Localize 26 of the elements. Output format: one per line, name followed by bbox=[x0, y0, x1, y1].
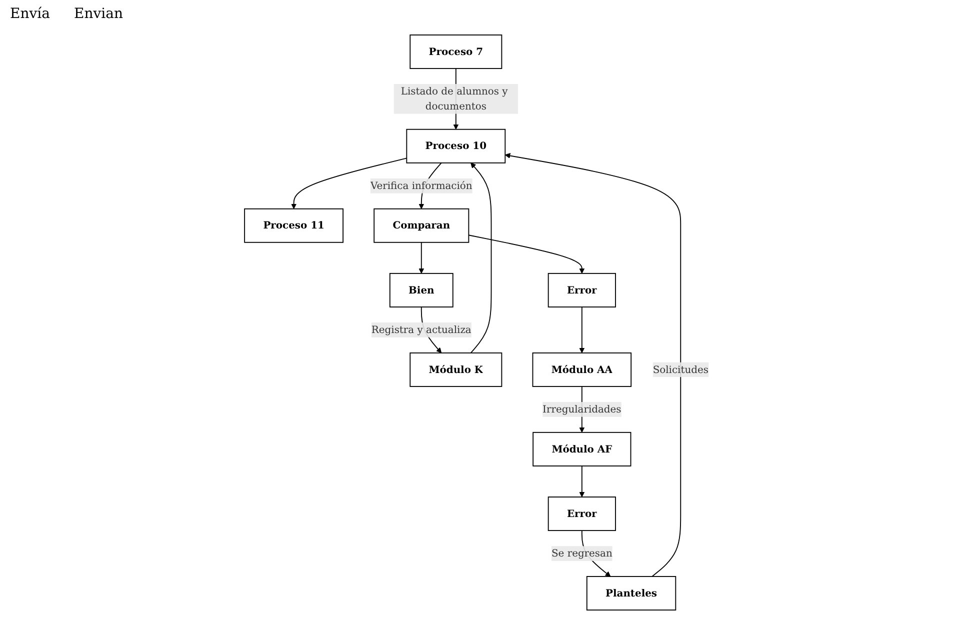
edge-label: Solicitudes bbox=[652, 363, 708, 376]
arrow bbox=[579, 306, 585, 354]
node-box bbox=[532, 432, 632, 466]
node-box bbox=[406, 128, 506, 164]
arrow bbox=[468, 234, 585, 274]
arrow bbox=[418, 242, 424, 274]
arrow bbox=[291, 158, 408, 210]
node-box bbox=[548, 496, 616, 531]
node-box bbox=[410, 34, 502, 69]
note-text: Envía bbox=[10, 6, 50, 22]
edge-label: Listado de alumnos y documentos bbox=[400, 85, 508, 112]
edge-label: Verifica información bbox=[370, 180, 472, 192]
arrow bbox=[470, 162, 492, 354]
edge-label: Irregularidades bbox=[542, 403, 622, 416]
flowchart: Listado de alumnos y documentos Solicitudes Se regresan Verifica información Registra y actualiza Irregularidades Proceso 7 Proceso 10 Proceso 11 Comparan Bien Error Módulo K Módulo AA Módulo AF Error Planteles bbox=[0, 30, 953, 615]
arrow bbox=[579, 466, 585, 498]
edge-label: Se regresan bbox=[551, 547, 612, 560]
note-text: Envian bbox=[74, 6, 123, 22]
node-box bbox=[586, 576, 676, 610]
node-box bbox=[244, 208, 344, 243]
node-box bbox=[410, 352, 502, 387]
node-box bbox=[389, 272, 454, 308]
node-box bbox=[548, 272, 616, 308]
edge-label: Registra y actualiza bbox=[371, 324, 472, 336]
node-box bbox=[532, 352, 632, 387]
node-box bbox=[374, 208, 470, 243]
